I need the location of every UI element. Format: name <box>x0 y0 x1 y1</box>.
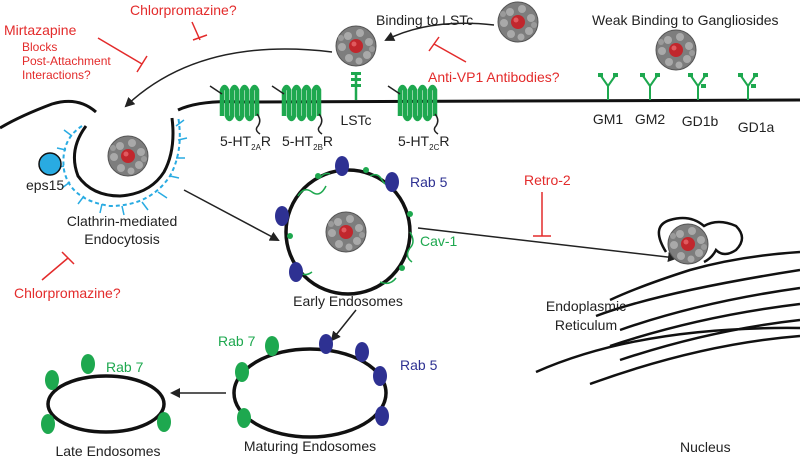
rab7-late-label: Rab 7 <box>106 359 144 375</box>
receptor-5ht2c-label: 5-HT2CR <box>398 133 449 152</box>
gm1-label: GM1 <box>593 111 624 127</box>
retro2-label: Retro-2 <box>524 172 571 188</box>
ganglioside-gm1-icon <box>597 72 619 101</box>
endocytosis-label: Endocytosis <box>84 231 159 247</box>
rab5-maturing-label: Rab 5 <box>400 357 438 373</box>
arrow-to-maturing <box>330 309 357 342</box>
rab5-icon <box>319 334 333 354</box>
rab7-icon <box>235 362 249 382</box>
clathrin-coated-pit <box>54 115 188 216</box>
rab5-icon <box>275 206 289 226</box>
virus-in-early-endosome <box>325 211 367 253</box>
er-label-line2: Reticulum <box>555 317 617 333</box>
receptor-5ht2c-icon <box>388 86 438 134</box>
virus-gangliosides <box>655 29 697 71</box>
rab7-maturing-label: Rab 7 <box>218 333 256 349</box>
cav1-label: Cav-1 <box>420 233 458 249</box>
arrow-to-pit <box>124 48 333 108</box>
rab5-early-label: Rab 5 <box>410 174 448 190</box>
lstc-label: LSTc <box>340 112 371 128</box>
gd1a-label: GD1a <box>738 119 775 135</box>
rab7-icon <box>81 354 95 374</box>
arrow-to-er <box>417 227 678 263</box>
rab7-icon <box>237 408 251 428</box>
receptor-5ht2a-label: 5-HT2AR <box>220 133 271 152</box>
eps15-icon <box>38 152 62 176</box>
rab5-icon <box>385 172 399 192</box>
weak-binding-label: Weak Binding to Gangliosides <box>592 12 779 28</box>
rab5-icon <box>289 262 303 282</box>
late-endosome <box>46 374 166 434</box>
chlorpromazine-bottom-label: Chlorpromazine? <box>14 285 121 301</box>
ganglioside-gm2-icon <box>639 72 661 101</box>
virus-binding-lstc <box>335 25 377 67</box>
eps15-label: eps15 <box>26 177 64 193</box>
early-endosomes-label: Early Endosomes <box>293 293 403 309</box>
maturing-endosomes-label: Maturing Endosomes <box>244 438 376 454</box>
inhibit-chlorpromazine-top <box>191 21 208 41</box>
clathrin-label: Clathrin-mediated <box>67 213 178 229</box>
nuclear-envelope <box>535 326 800 374</box>
mirtazapine-sub2: Post-Attachment <box>22 54 111 68</box>
rab5-icon <box>373 366 387 386</box>
rab7-icon <box>41 414 55 434</box>
binding-lstc-label: Binding to LSTc <box>376 12 473 28</box>
inhibit-retro2 <box>533 192 551 237</box>
chlorpromazine-top-label: Chlorpromazine? <box>130 2 237 18</box>
rab7-icon <box>45 370 59 390</box>
virus-in-pit <box>107 135 149 177</box>
er-label-line1: Endoplasmic <box>546 298 626 314</box>
gd1b-extra-sugar <box>701 84 706 88</box>
rab7-icon <box>265 336 279 356</box>
gd1b-label: GD1b <box>682 113 719 129</box>
endoplasmic-reticulum <box>589 216 800 386</box>
mirtazapine-label: Mirtazapine <box>4 22 77 38</box>
rab5-icon <box>375 406 389 426</box>
receptor-5ht2b-icon <box>272 86 322 134</box>
nucleus-label: Nucleus <box>680 439 731 455</box>
rab5-icon <box>335 156 349 176</box>
arrow-to-early-endosome <box>183 189 280 241</box>
maturing-endosome <box>232 347 388 439</box>
mirtazapine-sub3: Interactions? <box>22 68 91 82</box>
lstc-icon <box>351 72 361 100</box>
inhibit-chlorpromazine-bottom <box>41 251 75 281</box>
late-endosomes-label: Late Endosomes <box>55 443 160 459</box>
gd1a-extra-sugar <box>751 84 756 88</box>
inhibit-mirtazapine <box>97 37 148 73</box>
anti-vp1-label: Anti-VP1 Antibodies? <box>428 69 560 85</box>
mirtazapine-sub1: Blocks <box>22 40 57 54</box>
rab5-icon <box>355 342 369 362</box>
inhibit-anti-vp1 <box>428 36 467 63</box>
receptor-5ht2a-icon <box>210 86 260 134</box>
arrow-incoming <box>384 22 495 41</box>
virus-incoming <box>497 1 539 43</box>
gm2-label: GM2 <box>635 111 666 127</box>
rab7-icon <box>157 412 171 432</box>
virus-in-er <box>667 223 709 265</box>
receptor-5ht2b-label: 5-HT2BR <box>282 133 333 152</box>
